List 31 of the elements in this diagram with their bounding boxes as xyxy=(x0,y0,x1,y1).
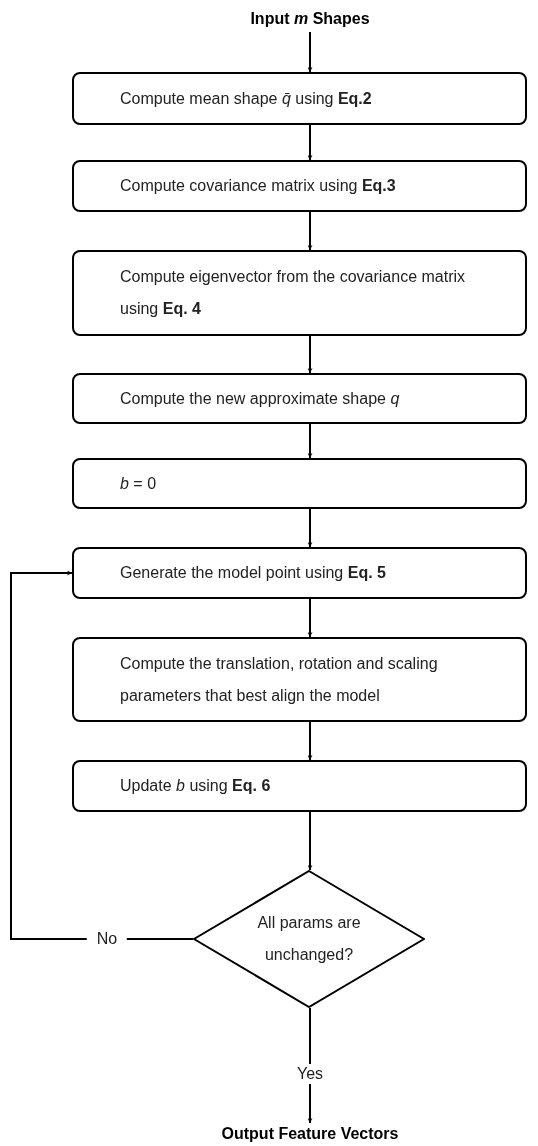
process-box xyxy=(72,72,527,125)
arrow xyxy=(307,335,313,374)
terminal-text: Input m Shapes xyxy=(250,9,370,29)
process-box xyxy=(72,373,527,424)
process-text: Compute mean shape q̄ using Eq.2 xyxy=(120,88,373,109)
process-box xyxy=(72,160,527,212)
process-text: Generate the model point using Eq. 5 xyxy=(120,563,387,583)
process-box xyxy=(72,458,527,509)
process-box xyxy=(72,547,527,599)
decision-diamond xyxy=(193,870,425,1008)
process-text: Compute eigenvector from the covariance matrix using Eq. 4 xyxy=(120,267,467,319)
decision-text: All params are unchanged? xyxy=(256,913,362,965)
arrow xyxy=(307,211,313,251)
arrow xyxy=(307,508,313,548)
arrow xyxy=(307,1007,313,1124)
arrow xyxy=(307,811,313,871)
arrow xyxy=(307,598,313,638)
arrow xyxy=(307,31,313,73)
arrow xyxy=(307,423,313,459)
arrow xyxy=(307,124,313,161)
process-text: Compute covariance matrix using Eq.3 xyxy=(120,176,397,196)
process-box xyxy=(72,760,527,812)
process-text: Compute the translation, rotation and scaling parameters that best align the model xyxy=(120,653,439,706)
arrow xyxy=(10,570,194,940)
process-text: Compute the new approximate shape q xyxy=(120,388,401,409)
process-box xyxy=(72,250,527,336)
process-box xyxy=(72,637,527,722)
terminal-text: Output Feature Vectors xyxy=(221,1124,399,1144)
arrow xyxy=(307,721,313,761)
process-text: b = 0 xyxy=(120,473,158,494)
process-text: Update b using Eq. 6 xyxy=(120,776,272,796)
